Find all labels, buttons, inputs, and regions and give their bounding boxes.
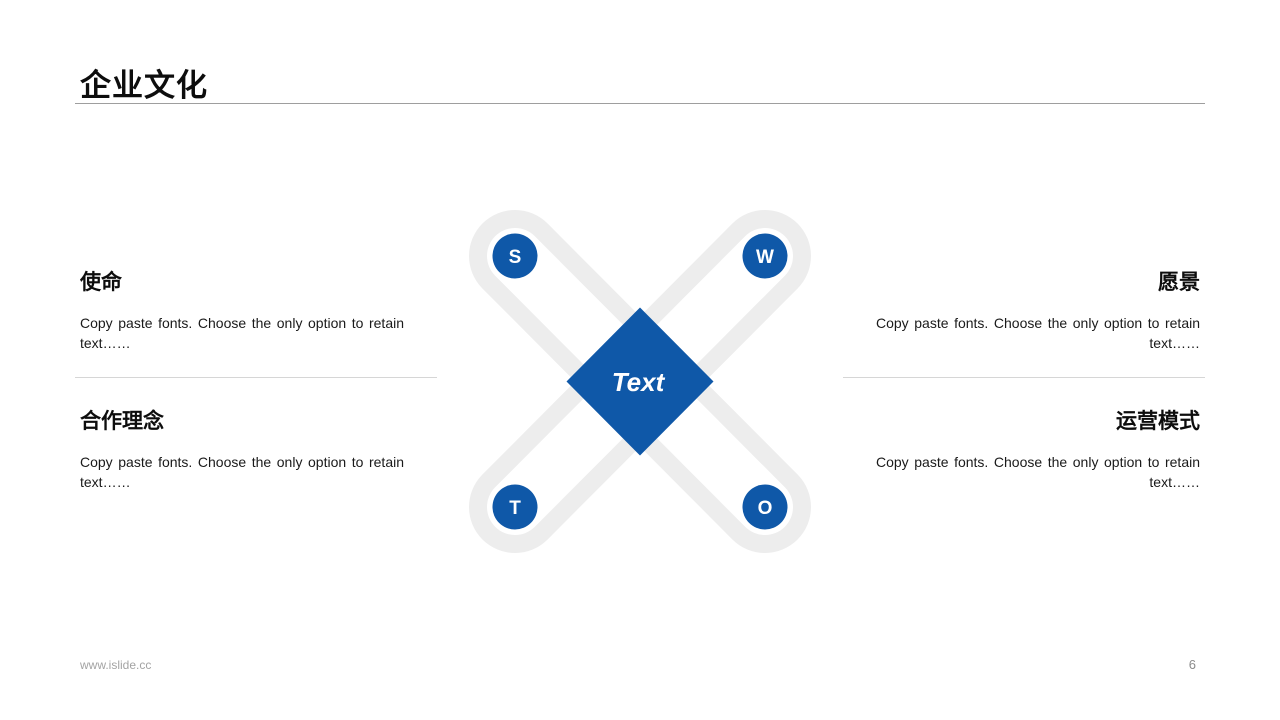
section-heading-mission: 使命	[80, 271, 122, 294]
node-letter-w: W	[756, 247, 774, 268]
section-heading-cooperation: 合作理念	[80, 410, 164, 433]
node-letter-o: O	[758, 498, 773, 519]
center-diamond	[566, 307, 714, 456]
node-letter-s: S	[509, 247, 522, 268]
footer-page-number: 6	[1188, 657, 1196, 672]
title-divider	[75, 103, 1205, 104]
node-circle-t	[492, 484, 538, 530]
footer-website: www.islide.cc	[80, 658, 152, 672]
page-title: 企业文化	[80, 68, 208, 103]
right-column-divider	[843, 377, 1205, 378]
node-circle-w	[742, 233, 788, 279]
section-body-mission: Copy paste fonts. Choose the only option…	[80, 315, 404, 351]
section-heading-operating-model: 运营模式	[1116, 410, 1200, 433]
section-body-cooperation: Copy paste fonts. Choose the only option…	[80, 454, 404, 490]
swot-cross-diagram: S W T O Text	[469, 210, 811, 553]
section-body-operating-model: Copy paste fonts. Choose the only option…	[876, 454, 1200, 490]
center-diamond-label: Text	[612, 367, 666, 397]
node-letter-t: T	[509, 498, 521, 519]
node-circle-o	[742, 484, 788, 530]
node-circle-s	[492, 233, 538, 279]
section-heading-vision: 愿景	[1158, 271, 1200, 294]
left-column-divider	[75, 377, 437, 378]
section-body-vision: Copy paste fonts. Choose the only option…	[876, 315, 1200, 351]
